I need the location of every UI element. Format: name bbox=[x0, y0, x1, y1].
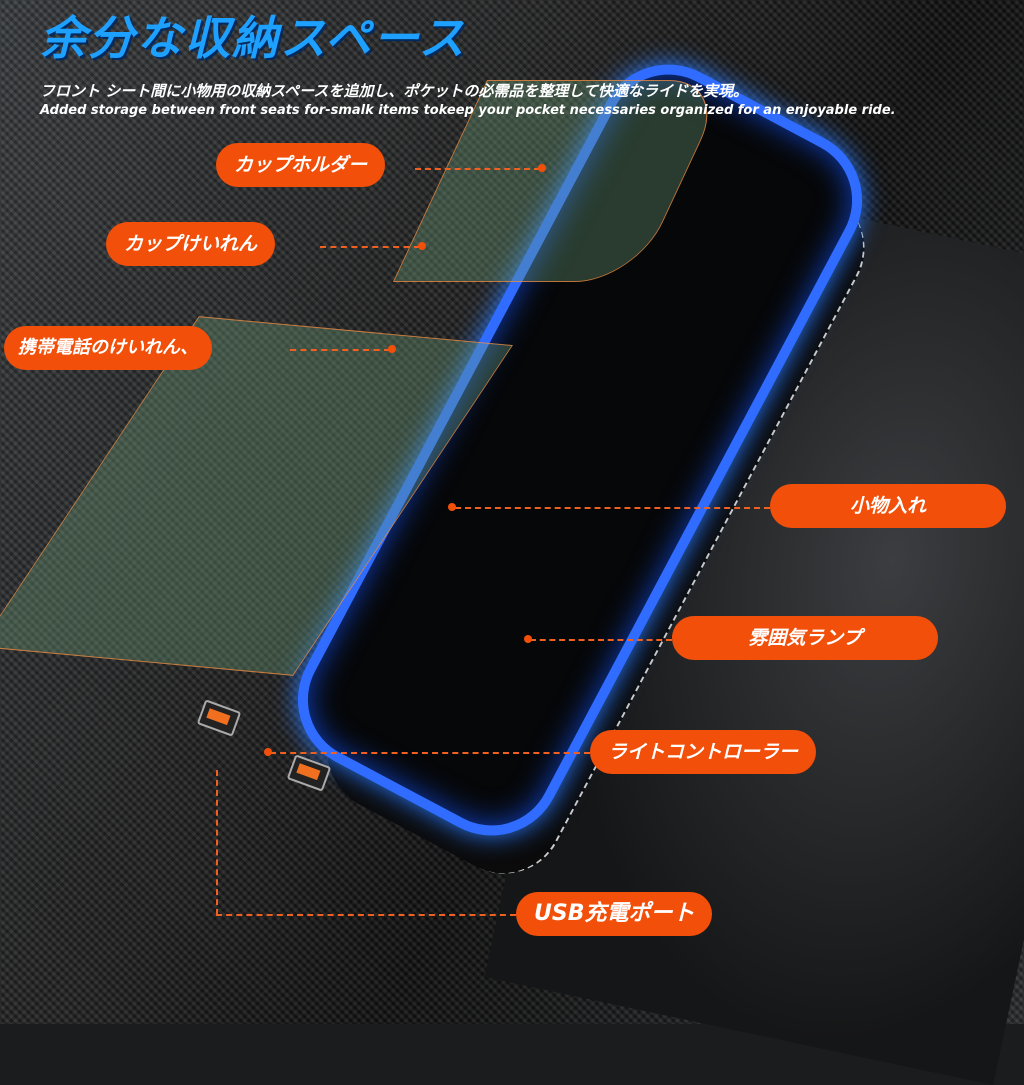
callout-dot bbox=[524, 635, 532, 643]
leader-line bbox=[290, 349, 390, 351]
label-ambient-lamp: 雰囲気ランプ bbox=[672, 616, 938, 660]
callout-dot bbox=[418, 242, 426, 250]
leader-line bbox=[530, 639, 672, 641]
subtitle-japanese: フロント シート間に小物用の収納スペースを追加し、ポケットの必需品を整理して快適… bbox=[40, 82, 748, 100]
label-phone-slot: 携帯電話のけいれん、 bbox=[4, 326, 212, 370]
callout-dot bbox=[538, 164, 546, 172]
leader-line bbox=[320, 246, 420, 248]
leader-line bbox=[415, 168, 540, 170]
label-light-controller: ライトコントローラー bbox=[590, 730, 817, 774]
leader-line bbox=[216, 770, 218, 915]
leader-line bbox=[270, 752, 590, 754]
page-title: 余分な収納スペース bbox=[40, 11, 467, 65]
label-usb-port: USB充電ポート bbox=[516, 892, 713, 936]
callout-dot bbox=[264, 748, 272, 756]
subtitle-english: Added storage between front seats for-sm… bbox=[40, 103, 896, 118]
callout-dot bbox=[448, 503, 456, 511]
callout-dot bbox=[388, 345, 396, 353]
leader-line bbox=[455, 507, 770, 509]
leader-line bbox=[216, 914, 516, 916]
label-small-items: 小物入れ bbox=[770, 484, 1006, 528]
label-cup-holder: カップホルダー bbox=[216, 143, 386, 187]
label-cup-slot: カップけいれん bbox=[106, 222, 276, 266]
